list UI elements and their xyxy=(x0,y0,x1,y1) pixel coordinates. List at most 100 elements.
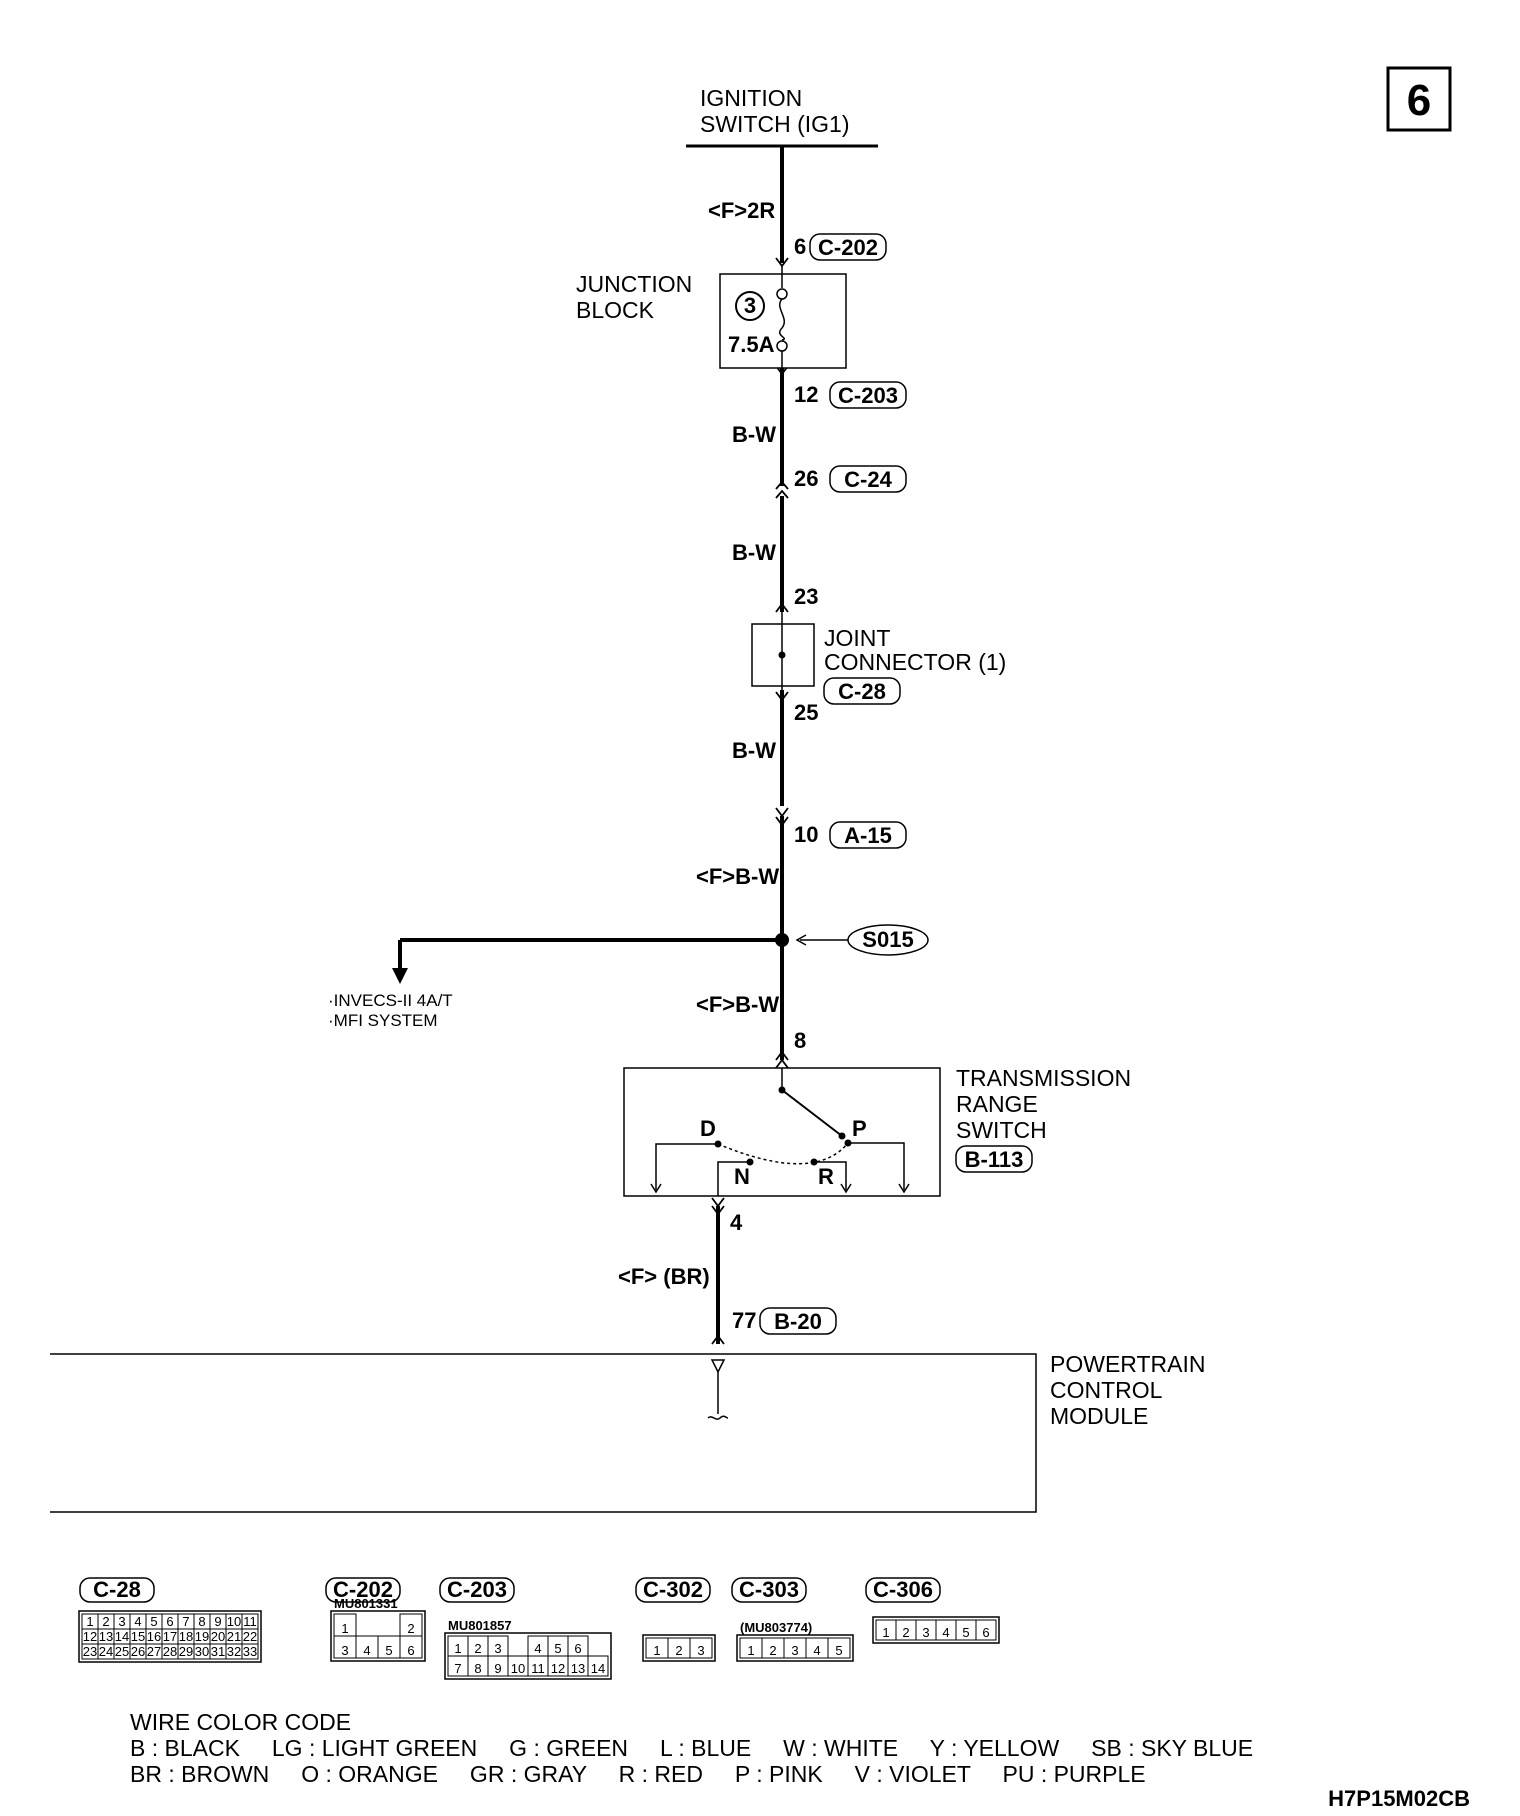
connector-pin: 14 xyxy=(591,1661,605,1676)
ignition-switch: IGNITION SWITCH (IG1) xyxy=(686,85,878,148)
connector-pin: 4 xyxy=(134,1614,141,1629)
connector-pin: 6 xyxy=(574,1641,581,1656)
connector-view-label: C-202 xyxy=(333,1577,393,1602)
connector-pin: 4 xyxy=(534,1641,541,1656)
junction-block: JUNCTION BLOCK 3 7.5A xyxy=(576,266,847,369)
pin-c24: 26 C-24 xyxy=(794,465,907,493)
connector-pin: 29 xyxy=(179,1644,193,1659)
svg-text:77: 77 xyxy=(732,1308,756,1333)
wire-label-f-bw-1: <F>B-W xyxy=(696,864,779,889)
connector-pin: 31 xyxy=(211,1644,225,1659)
wire-label-2r: <F>2R xyxy=(708,198,775,223)
pin-8: 8 xyxy=(794,1028,806,1053)
connector-pin: 20 xyxy=(211,1629,225,1644)
fuse-number-circle xyxy=(735,291,765,321)
connector-pin: 3 xyxy=(791,1643,798,1658)
connector-pin: 5 xyxy=(385,1643,392,1658)
connector-pin: 6 xyxy=(166,1614,173,1629)
connector-pin: 3 xyxy=(922,1625,929,1640)
wire-color-code-line-1: B : BLACK LG : LIGHT GREEN G : GREEN L :… xyxy=(130,1735,1253,1761)
svg-text:23: 23 xyxy=(794,584,818,609)
connector-pin: 21 xyxy=(227,1629,241,1644)
connector-pin: 5 xyxy=(554,1641,561,1656)
connector-pin: 1 xyxy=(747,1643,754,1658)
trs-label-2: RANGE xyxy=(956,1091,1038,1117)
trs-pos-p: P xyxy=(852,1116,867,1141)
connector-pin: 13 xyxy=(99,1629,113,1644)
joint-connector-label-1: JOINT xyxy=(824,625,890,651)
connector-pin: 8 xyxy=(198,1614,205,1629)
connector-pin: 4 xyxy=(363,1643,370,1658)
trs-connector: B-113 xyxy=(965,1147,1024,1172)
connector-pin: 2 xyxy=(102,1614,109,1629)
connector-part-number: MU801331 xyxy=(334,1596,398,1611)
page-number-box: 6 xyxy=(1386,66,1452,132)
connector-pin: 28 xyxy=(163,1644,177,1659)
wire-color-code-title: WIRE COLOR CODE xyxy=(130,1709,351,1735)
trs-pos-r: R xyxy=(818,1164,834,1189)
pin-c28: 25 C-28 xyxy=(794,677,901,725)
pin-c203: 12 C-203 xyxy=(794,381,907,409)
connector-pin: 10 xyxy=(227,1614,241,1629)
connector-pin: 7 xyxy=(454,1661,461,1676)
connector-pin: 24 xyxy=(99,1644,113,1659)
svg-text:C-202: C-202 xyxy=(818,235,878,260)
trs-label-3: SWITCH xyxy=(956,1117,1047,1143)
fuse-rating: 7.5A xyxy=(728,332,775,357)
connector-pin: 11 xyxy=(243,1614,257,1629)
powertrain-control-module: POWERTRAIN CONTROL MODULE xyxy=(50,1351,1205,1513)
branch-note-2: ·MFI SYSTEM xyxy=(328,1011,438,1030)
splice-node xyxy=(775,933,789,947)
splice-s015: S015 xyxy=(795,924,929,956)
connector-pin: 6 xyxy=(982,1625,989,1640)
connector-pin: 10 xyxy=(511,1661,525,1676)
connector-pin: 7 xyxy=(182,1614,189,1629)
svg-text:25: 25 xyxy=(794,700,818,725)
transmission-range-switch: TRANSMISSION RANGE SWITCH B-113 D P N R xyxy=(623,1065,1131,1197)
connector-view-label: C-306 xyxy=(873,1577,933,1602)
svg-text:4: 4 xyxy=(730,1210,743,1235)
connector-pin: 22 xyxy=(243,1629,257,1644)
connector-pin: 18 xyxy=(179,1629,193,1644)
connector-pin: 3 xyxy=(697,1643,704,1658)
connector-pin: 30 xyxy=(195,1644,209,1659)
connector-part-number: MU801857 xyxy=(448,1618,512,1633)
pcm-label-2: CONTROL xyxy=(1050,1377,1163,1403)
connector-pin: 26 xyxy=(131,1644,145,1659)
splice-label: S015 xyxy=(862,927,913,952)
connector-pin: 19 xyxy=(195,1629,209,1644)
wire-color-code-line-2: BR : BROWN O : ORANGE GR : GRAY R : RED … xyxy=(130,1761,1146,1787)
figure-code: H7P15M02CB xyxy=(1328,1786,1470,1811)
trs-pos-n: N xyxy=(734,1164,750,1189)
wire-label-bw-1: B-W xyxy=(732,422,776,447)
page-number: 6 xyxy=(1407,76,1431,125)
svg-text:C-203: C-203 xyxy=(838,383,898,408)
connector-pin: 2 xyxy=(407,1621,414,1636)
fuse-number: 3 xyxy=(744,293,756,318)
joint-connector: JOINT CONNECTOR (1) xyxy=(751,612,1006,692)
svg-text:C-24: C-24 xyxy=(844,467,892,492)
connector-pin: 11 xyxy=(531,1661,545,1676)
connector-pin: 12 xyxy=(551,1661,565,1676)
svg-text:8: 8 xyxy=(794,1028,806,1053)
trs-pos-d: D xyxy=(700,1116,716,1141)
connector-pin: 13 xyxy=(571,1661,585,1676)
connector-view-label: C-203 xyxy=(447,1577,507,1602)
connector-pin: 3 xyxy=(118,1614,125,1629)
connector-pin: 2 xyxy=(769,1643,776,1658)
connector-pin: 1 xyxy=(341,1621,348,1636)
pcm-label-3: MODULE xyxy=(1050,1403,1148,1429)
connector-pin: 15 xyxy=(131,1629,145,1644)
pin-a15: 10 A-15 xyxy=(794,821,907,849)
svg-text:A-15: A-15 xyxy=(844,823,892,848)
connector-pin: 16 xyxy=(147,1629,161,1644)
trs-label-1: TRANSMISSION xyxy=(956,1065,1131,1091)
connector-pin: 2 xyxy=(902,1625,909,1640)
connector-view-label: C-303 xyxy=(739,1577,799,1602)
